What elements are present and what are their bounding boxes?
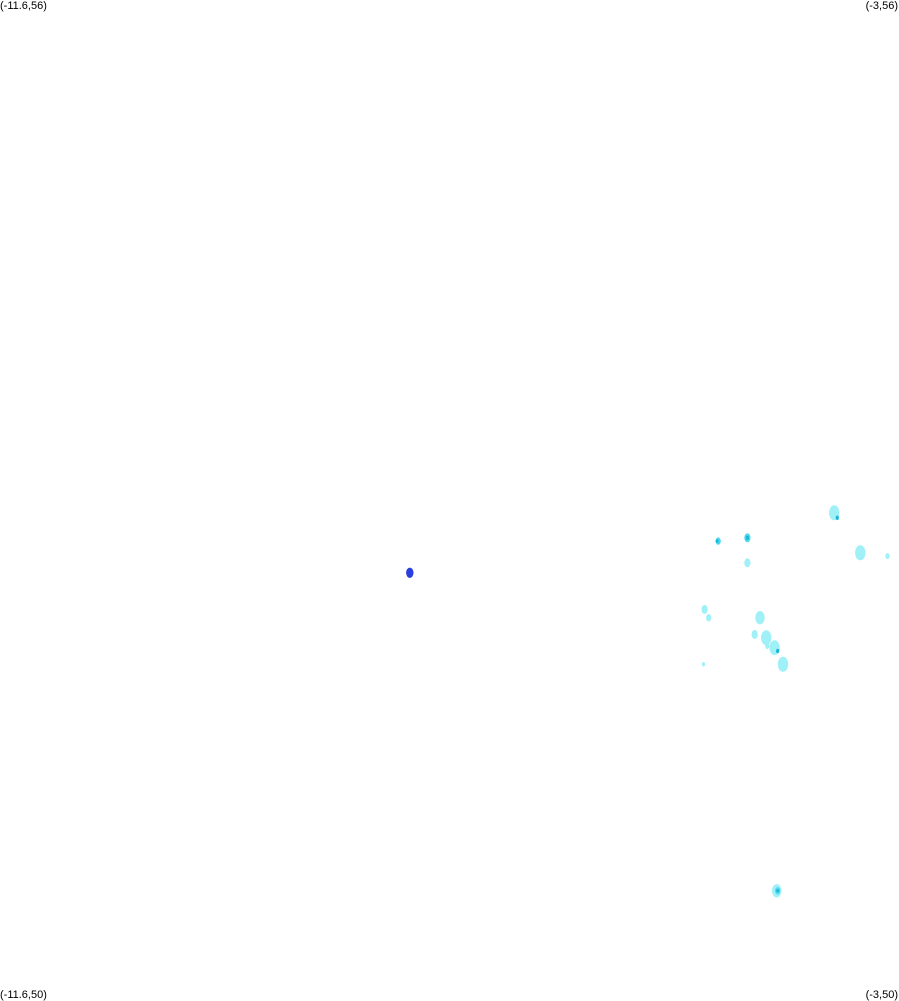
blob-blue [406,567,414,578]
blob-16-dot [776,889,780,893]
blob-4-core [745,535,750,540]
blob-2 [855,545,866,561]
blob-7 [701,604,708,614]
blob-10 [751,629,758,639]
corner-label-bottom-right: (-3,50) [865,989,898,1001]
blob-14 [777,656,789,672]
blob-5-core [715,539,719,543]
corner-label-bottom-left: (-11.6,50) [0,989,47,1001]
blob-6 [744,558,751,568]
blob-3 [885,553,890,560]
blob-15 [701,662,706,667]
corner-label-top-left: (-11.6,56) [0,0,47,12]
blob-1-core [835,515,839,520]
blob-9 [755,611,765,625]
blob-11 [761,630,772,646]
blob-8 [706,614,712,622]
blob-13 [765,643,770,649]
blob-12-core [776,648,780,654]
corner-label-top-right: (-3,56) [865,0,898,12]
